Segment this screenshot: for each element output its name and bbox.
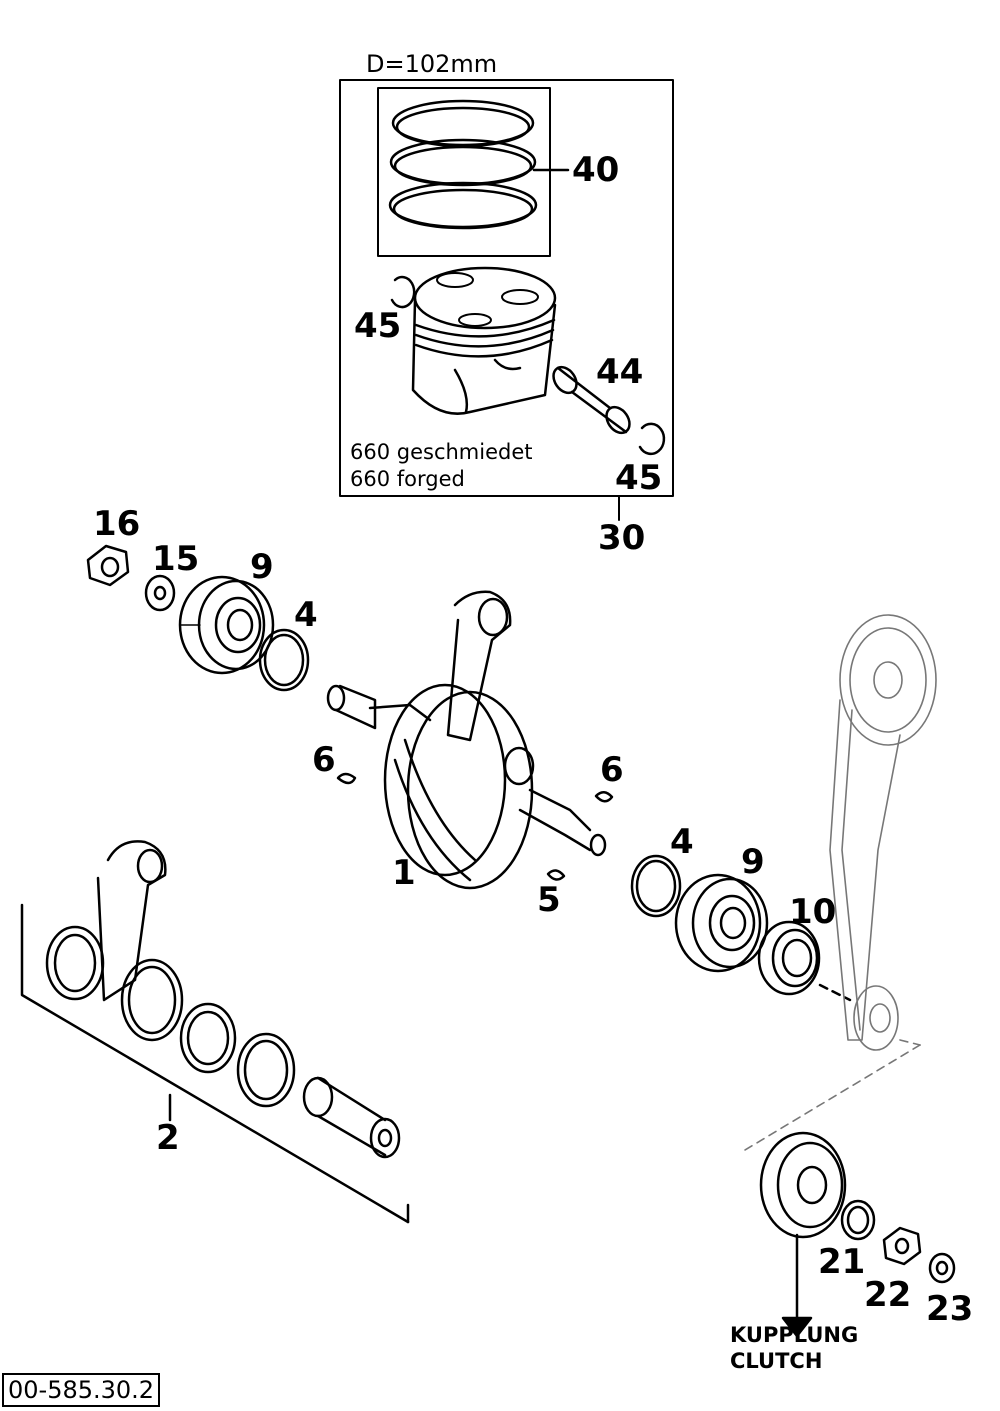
part-number-1: 1 bbox=[392, 853, 416, 893]
clutch-label-german: KUPPLUNG bbox=[730, 1323, 859, 1347]
oil-seal bbox=[757, 920, 852, 1002]
part-number-6-left: 6 bbox=[312, 740, 336, 780]
shim-right bbox=[630, 854, 682, 918]
part-number-40: 40 bbox=[572, 150, 620, 190]
piston-note-german: 660 geschmiedet bbox=[350, 440, 533, 464]
part-number-2: 2 bbox=[156, 1118, 180, 1158]
primary-gear-assembly bbox=[759, 1131, 956, 1320]
part-number-4-right: 4 bbox=[670, 822, 694, 862]
part-number-44: 44 bbox=[596, 352, 644, 392]
woodruff-keys bbox=[336, 772, 614, 881]
piston-rings bbox=[377, 87, 570, 257]
clutch-label-english: CLUTCH bbox=[730, 1349, 823, 1374]
part-number-45-bottom: 45 bbox=[615, 458, 663, 498]
clutch-direction-arrow bbox=[781, 1316, 813, 1338]
piston bbox=[411, 266, 557, 415]
part-number-4-left: 4 bbox=[294, 595, 318, 635]
part-number-15: 15 bbox=[152, 539, 200, 579]
part-number-6-right: 6 bbox=[600, 750, 624, 790]
piston-pin-circlips bbox=[390, 275, 666, 456]
piston-diameter-label: D=102mm bbox=[366, 50, 498, 78]
washer-15 bbox=[144, 574, 176, 612]
piston-kit-box bbox=[339, 79, 674, 521]
piston-note-english: 660 forged bbox=[350, 467, 465, 491]
main-bearing-left bbox=[178, 575, 275, 675]
crankshaft bbox=[326, 590, 607, 890]
part-number-9-right: 9 bbox=[741, 842, 765, 882]
clutch-label: KUPPLUNG CLUTCH bbox=[730, 1322, 858, 1375]
connecting-rod-set bbox=[20, 840, 410, 1224]
main-bearing-right bbox=[674, 873, 769, 973]
part-number-5: 5 bbox=[537, 880, 561, 920]
shim-left bbox=[258, 628, 310, 692]
part-number-22: 22 bbox=[864, 1275, 912, 1315]
part-number-10: 10 bbox=[789, 892, 837, 932]
part-number-21: 21 bbox=[818, 1242, 866, 1282]
crank-nut bbox=[86, 544, 130, 587]
timing-chain-ghost bbox=[744, 614, 937, 1151]
part-number-16: 16 bbox=[93, 504, 141, 544]
part-number-9-left: 9 bbox=[250, 547, 274, 587]
part-number-45-top: 45 bbox=[354, 306, 402, 346]
drawing-code: 00-585.30.2 bbox=[2, 1373, 161, 1407]
part-number-23: 23 bbox=[926, 1289, 974, 1329]
piston-pin bbox=[552, 365, 631, 435]
part-number-30: 30 bbox=[598, 518, 646, 558]
